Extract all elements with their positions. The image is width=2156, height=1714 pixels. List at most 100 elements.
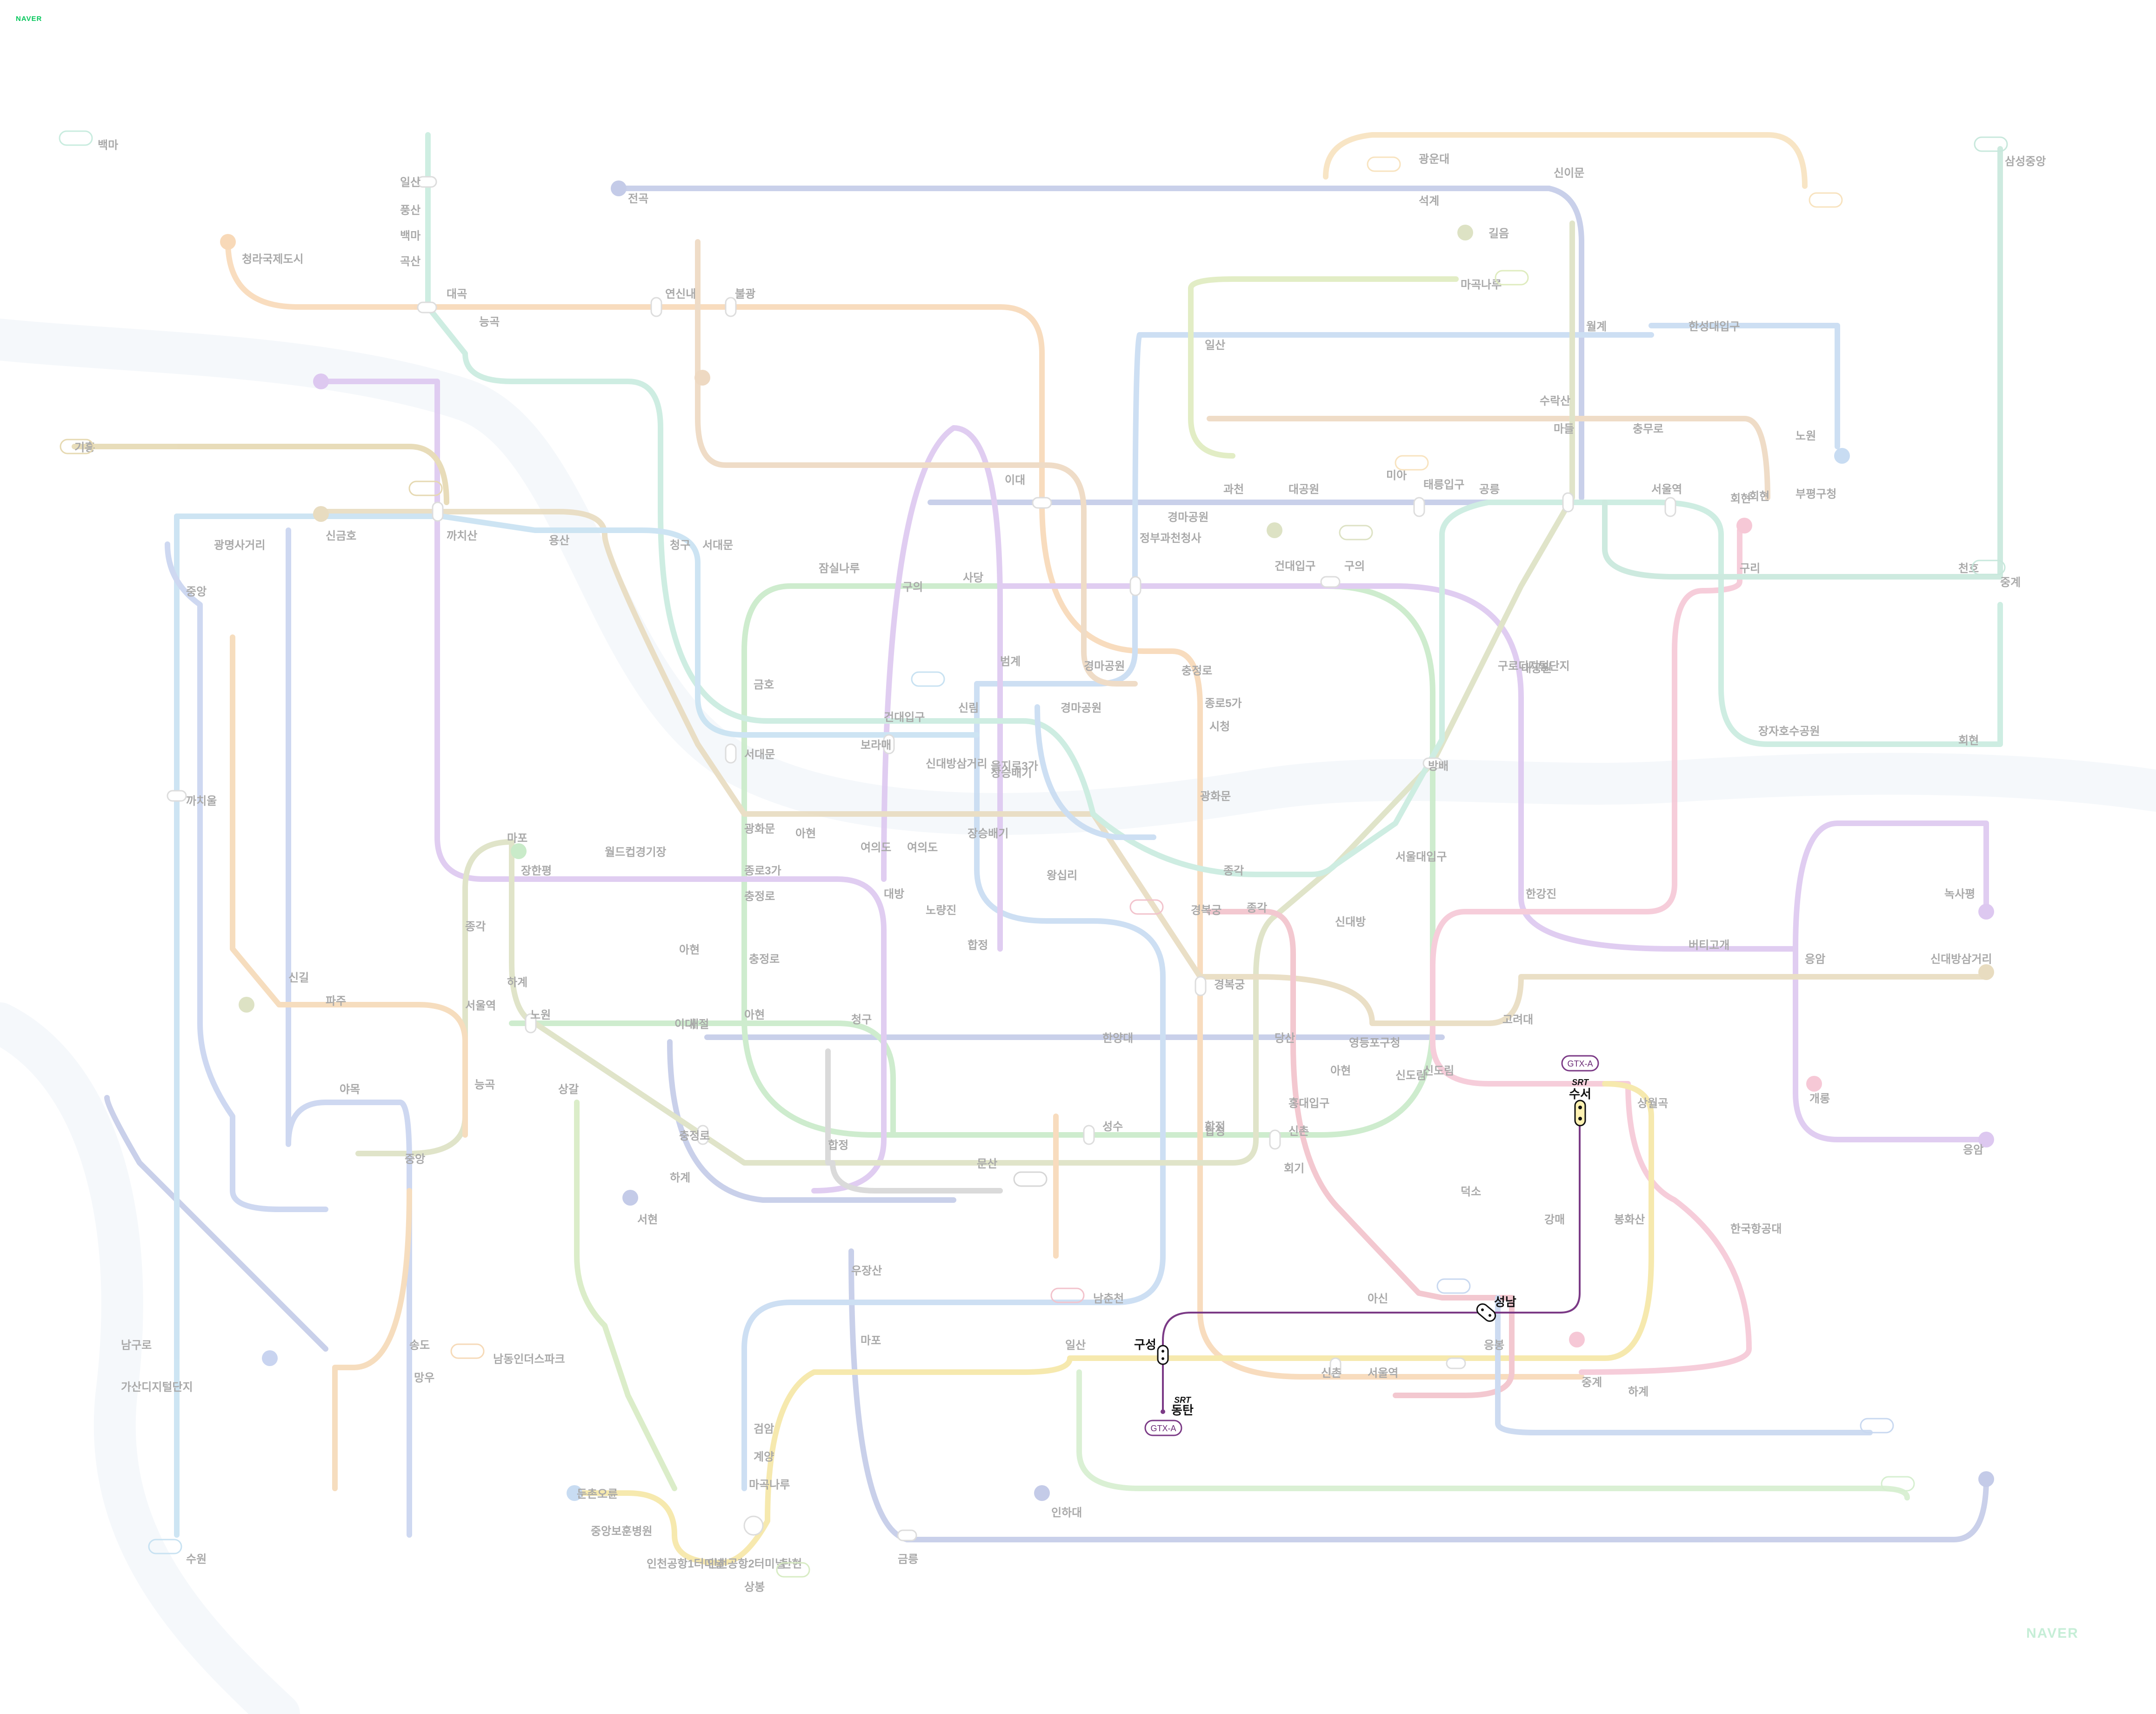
station-label: 응암 — [1805, 953, 1825, 966]
station-label: 곡산 — [400, 255, 421, 268]
station-label: 한양대 — [1102, 1032, 1133, 1045]
station-label: 신림 — [958, 702, 979, 714]
station-label: 서울역 — [1368, 1367, 1398, 1380]
station-label: 송도 — [409, 1339, 430, 1352]
station-label: 수락산 — [1540, 395, 1570, 407]
station-seongnam[interactable]: 성남 — [1475, 1295, 1516, 1323]
naver-logo-bottom[interactable]: NAVER — [2026, 1626, 2079, 1641]
station-label: 사당 — [963, 572, 983, 584]
line-6-segment — [695, 239, 1138, 687]
station-label: 경복궁 — [1214, 979, 1245, 991]
ui-segment — [1188, 286, 1235, 459]
station-label: 녹사평 — [1944, 888, 1975, 900]
station-label: 서대문 — [744, 748, 775, 761]
station-label: 회기 — [1284, 1162, 1304, 1175]
station-label: 신대방 — [1335, 916, 1366, 928]
airport-segment — [174, 514, 980, 738]
station-label: 응암 — [1963, 1144, 1983, 1156]
station-label: 회현 — [1749, 490, 1769, 503]
station-label: 풍산 — [400, 204, 421, 217]
naver-logo-top[interactable]: NAVER — [16, 15, 42, 23]
station-label: 회현 — [1730, 493, 1751, 505]
station-label: 대공원 — [1521, 662, 1552, 675]
station-marker — [1329, 1357, 1342, 1378]
station-label: 장승배기 — [991, 767, 1032, 780]
station-label: 남춘천 — [1093, 1293, 1124, 1305]
station-label: 마들 — [1554, 423, 1574, 435]
station-label: 구리 — [1740, 562, 1760, 575]
gtx-a-route[interactable]: GTX-A GTX-A SRT 수서 성남 구성 — [1134, 1055, 1599, 1436]
suin-bundang-segment — [579, 1081, 1654, 1566]
station-label: 왕십리 — [1047, 869, 1077, 882]
station-label: 문산 — [977, 1158, 997, 1170]
station-label: 대공원 — [1288, 483, 1319, 496]
station-label: 합정 — [1205, 1120, 1225, 1133]
line-4-segment — [1649, 323, 1841, 449]
incheon2-segment — [230, 634, 468, 1138]
station-guseong[interactable]: 구성 — [1134, 1338, 1169, 1365]
station-dongtan[interactable]: SRT 동탄 — [1161, 1395, 1194, 1417]
station-label: 계양 — [754, 1451, 774, 1463]
line-5-segment — [1793, 946, 1989, 1142]
station-label: 잠실나루 — [819, 562, 860, 575]
station-label: 신도림 — [1395, 1069, 1426, 1082]
station-label: 신촌 — [1288, 1125, 1309, 1138]
station-label: 종로5가 — [1205, 697, 1242, 710]
station-label: 개롱 — [1809, 1093, 1830, 1105]
station-label: 성수 — [1102, 1120, 1123, 1133]
station-marker — [743, 1515, 764, 1536]
station-marker — [1032, 497, 1052, 509]
station-marker — [650, 297, 662, 317]
station-label: 합정 — [968, 939, 988, 952]
station-label: 건대입구 — [1275, 560, 1315, 573]
station-label: 버티고개 — [1689, 939, 1729, 952]
station-label: 중앙 — [186, 586, 207, 598]
station-label: 야목 — [340, 1083, 360, 1096]
shinbundang-segment — [1207, 909, 1515, 1398]
line-1-segment — [667, 1039, 956, 1203]
station-label: 전곡 — [628, 193, 648, 205]
background-station-labels: 전곡 광운대 석계 신이문 길음 한성대입구 월계 수락산 마들 충무로 태릉입… — [74, 139, 2046, 1594]
station-label: 새절 — [688, 1018, 709, 1031]
station-label: 아신 — [1368, 1293, 1388, 1305]
station-label: 부평구청 — [1796, 488, 1836, 500]
station-label: 한성대입구 — [1689, 320, 1740, 333]
line-6-segment — [1207, 416, 1770, 500]
station-label: 과천 — [1223, 483, 1244, 496]
incheon1-segment — [286, 527, 412, 1538]
station-label: 하계 — [507, 976, 527, 989]
station-label: 노원 — [1796, 430, 1816, 442]
station-label: 월계 — [1586, 320, 1607, 333]
station-label: 중계 — [2000, 576, 2021, 589]
gtx-a-badge-label: GTX-A — [1567, 1059, 1593, 1068]
station-label: 서대문 — [702, 539, 733, 552]
gimpo-segment — [72, 444, 449, 505]
line-name-pills — [59, 130, 2008, 1578]
station-label: 여의도 — [907, 841, 938, 854]
uijeongbu-segment — [1323, 132, 1808, 189]
station-label: 일산 — [1065, 1339, 1086, 1352]
station-marker — [525, 1013, 537, 1034]
line-9-segment — [323, 509, 1989, 1026]
station-label: 충정로 — [744, 890, 775, 903]
station-label: 하계 — [1628, 1386, 1649, 1398]
station-label: 금호 — [754, 679, 774, 691]
station-label: 검암 — [754, 1423, 774, 1435]
station-label: 신대방삼거리 — [1930, 953, 1992, 966]
line-5-segment — [997, 583, 1989, 952]
station-label: 장한평 — [521, 865, 552, 877]
station-label: 아현 — [679, 944, 700, 956]
station-label: 중앙보훈병원 — [591, 1525, 652, 1538]
station-suseo[interactable]: SRT 수서 — [1569, 1078, 1591, 1127]
station-label: 충정로 — [1181, 665, 1212, 677]
station-label: 정부과천청사 — [1140, 532, 1201, 545]
station-label: 여의도 — [861, 841, 891, 854]
station-label: 마포 — [861, 1334, 881, 1347]
station-marker — [1664, 497, 1676, 517]
station-label: 신도림 — [1423, 1065, 1454, 1077]
line-1-segment — [1546, 186, 1584, 500]
background-station-markers — [167, 176, 1676, 1541]
station-label: 금릉 — [898, 1553, 918, 1566]
gyeongchun-segment — [1602, 146, 2003, 580]
